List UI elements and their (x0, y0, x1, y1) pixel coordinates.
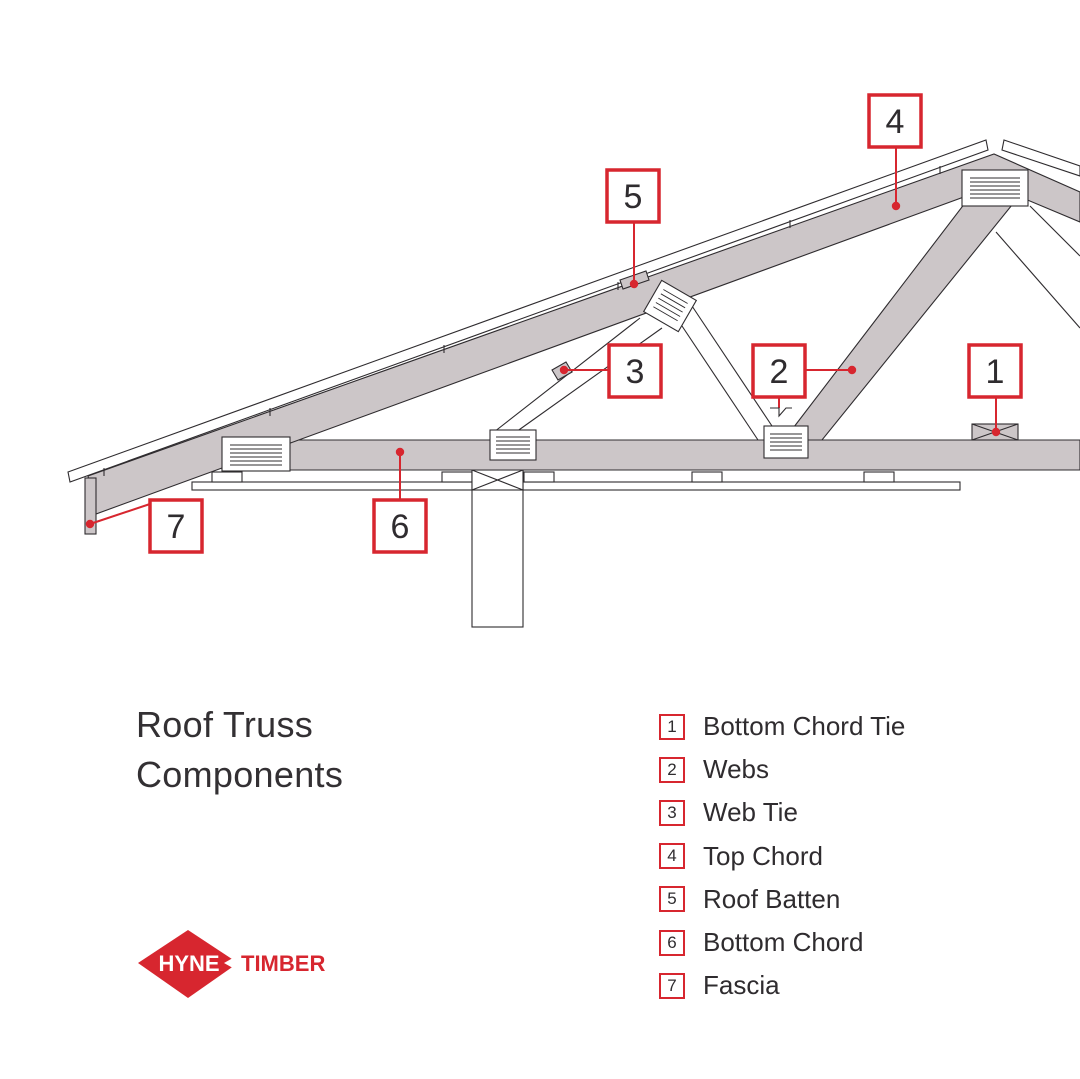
legend-number: 2 (659, 756, 685, 783)
legend-item: 1 Bottom Chord Tie (659, 705, 905, 748)
roof-battens (67, 139, 1080, 483)
callout-number-4: 4 (886, 103, 905, 141)
roof-truss-diagram: 1 2 3 4 5 6 7 (67, 93, 1080, 628)
legend-item: 5 Roof Batten (659, 878, 905, 921)
legend-item: 3 Web Tie (659, 791, 905, 834)
ceiling-board (191, 481, 961, 491)
legend-label: Webs (703, 754, 769, 785)
legend-item: 2 Webs (659, 748, 905, 791)
batten-ticks (103, 166, 941, 476)
legend-label: Web Tie (703, 797, 798, 828)
callout-number-3: 3 (626, 353, 645, 391)
legend-item: 4 Top Chord (659, 835, 905, 878)
legend-label: Bottom Chord Tie (703, 711, 906, 742)
legend-list: 1 Bottom Chord Tie 2 Webs 3 Web Tie 4 Top Ch… (659, 705, 905, 1007)
legend-number: 6 (659, 929, 685, 956)
title-line-1: Roof Truss (136, 704, 314, 745)
callout-number-1: 1 (986, 353, 1005, 391)
legend-item: 7 Fascia (659, 964, 905, 1007)
legend-number: 4 (659, 843, 685, 870)
callout-box-6 (372, 498, 428, 554)
ceiling-battens (211, 471, 895, 483)
legend-label: Roof Batten (703, 883, 841, 914)
nail-plate-rafter (642, 279, 698, 333)
callout-box-7 (148, 498, 204, 554)
legend-label: Fascia (703, 970, 780, 1001)
callout-box-2 (751, 343, 807, 399)
nail-plate-web-left (489, 429, 537, 461)
callout-box-5 (605, 168, 661, 224)
page-title: Roof Truss Components (136, 700, 343, 800)
callout-number-6: 6 (391, 508, 410, 546)
hyne-timber-logo: HYNE TIMBER (138, 930, 325, 998)
callout-box-4 (867, 93, 923, 149)
title-line-2: Components (136, 754, 344, 795)
legend-number: 7 (659, 972, 685, 999)
legend-label: Bottom Chord (703, 927, 864, 958)
legend-item: 6 Bottom Chord (659, 921, 905, 964)
callout-number-5: 5 (624, 178, 643, 216)
callout-box-3 (607, 343, 663, 399)
logo-text-right: TIMBER (241, 951, 325, 976)
callout-box-1 (967, 343, 1023, 399)
fascia (84, 477, 97, 535)
nail-plate-web-center (763, 425, 809, 459)
legend-label: Top Chord (703, 840, 823, 871)
legend-number: 3 (659, 799, 685, 826)
nail-plate-heel (221, 436, 291, 472)
logo-text-left: HYNE (158, 951, 219, 976)
logo-diamond (138, 930, 238, 998)
wall-post (471, 469, 524, 628)
callout-number-2: 2 (770, 353, 789, 391)
nail-plate-apex (961, 169, 1029, 207)
callout-number-7: 7 (167, 508, 186, 546)
bottom-chord (221, 439, 1080, 471)
legend-number: 1 (659, 713, 685, 740)
legend-number: 5 (659, 886, 685, 913)
